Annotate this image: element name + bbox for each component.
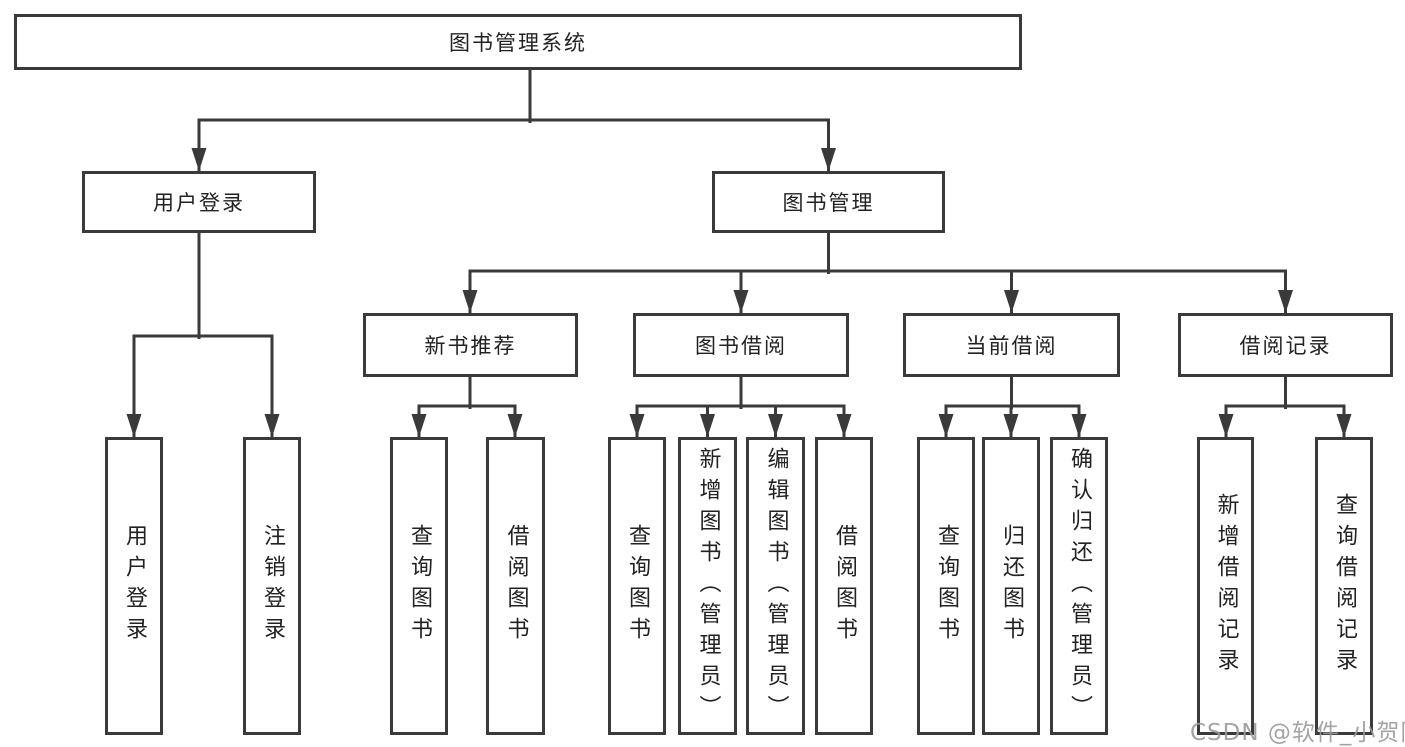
node-book-management-label: 图书管理 (782, 191, 875, 215)
leaf-current-return-book: 归还图书 (982, 437, 1040, 735)
leaf-borrow-borrow-book-label: 借阅图书 (832, 524, 857, 648)
leaf-borrow-query-book: 查询图书 (608, 437, 666, 735)
leaf-borrow-edit-book-admin-label: 编辑图书（管理员） (763, 446, 789, 726)
leaf-records-add-record: 新增借阅记录 (1197, 437, 1254, 735)
leaf-borrow-borrow-book: 借阅图书 (815, 437, 873, 735)
leaf-current-return-book-label: 归还图书 (999, 524, 1024, 648)
leaf-current-confirm-return-admin-label: 确认归还（管理员） (1067, 446, 1092, 726)
leaf-borrow-query-book-label: 查询图书 (625, 524, 650, 648)
node-user-login: 用户登录 (82, 171, 316, 233)
leaf-user-login-label: 用户登录 (122, 524, 147, 648)
leaf-logout: 注销登录 (243, 437, 301, 735)
node-library-management-system: 图书管理系统 (14, 14, 1022, 70)
leaf-current-query-book-label: 查询图书 (934, 524, 959, 648)
leaf-borrow-add-book-admin-label: 新增图书（管理员） (695, 446, 721, 726)
node-current-borrowing: 当前借阅 (903, 313, 1120, 377)
leaf-newbook-borrow-book: 借阅图书 (486, 437, 545, 735)
node-new-book-recommend: 新书推荐 (363, 313, 578, 377)
leaf-newbook-query-book-label: 查询图书 (407, 524, 432, 648)
leaf-borrow-edit-book-admin: 编辑图书（管理员） (746, 437, 805, 735)
node-book-borrowing: 图书借阅 (633, 313, 849, 377)
node-library-management-system-label: 图书管理系统 (449, 31, 587, 55)
node-book-borrowing-label: 图书借阅 (695, 334, 787, 358)
leaf-current-query-book: 查询图书 (917, 437, 975, 735)
leaf-current-confirm-return-admin: 确认归还（管理员） (1050, 437, 1108, 735)
node-user-login-label: 用户登录 (153, 191, 245, 215)
leaf-records-query-record-label: 查询借阅记录 (1332, 493, 1357, 679)
leaf-logout-label: 注销登录 (260, 524, 285, 648)
leaf-records-query-record: 查询借阅记录 (1315, 437, 1373, 735)
node-book-management: 图书管理 (712, 171, 945, 233)
leaf-newbook-borrow-book-label: 借阅图书 (503, 524, 529, 648)
csdn-watermark: CSDN @软件_小贺同学 (1190, 720, 1405, 746)
leaf-user-login: 用户登录 (105, 437, 163, 735)
node-new-book-recommend-label: 新书推荐 (424, 334, 517, 358)
node-borrowing-records-label: 借阅记录 (1239, 334, 1332, 358)
node-borrowing-records: 借阅记录 (1178, 313, 1393, 377)
node-current-borrowing-label: 当前借阅 (965, 334, 1058, 358)
leaf-newbook-query-book: 查询图书 (390, 437, 448, 735)
leaf-records-add-record-label: 新增借阅记录 (1213, 493, 1239, 679)
leaf-borrow-add-book-admin: 新增图书（管理员） (678, 437, 737, 735)
